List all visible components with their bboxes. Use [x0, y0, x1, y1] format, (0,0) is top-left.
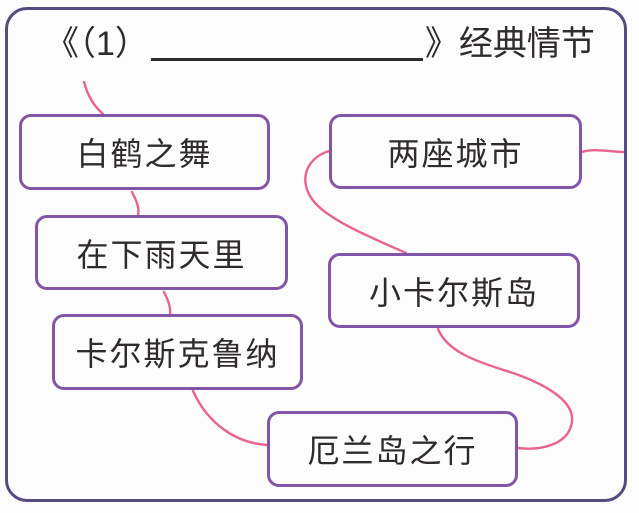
title-suffix: 》经典情节: [424, 25, 595, 63]
node-label: 卡尔斯克鲁纳: [75, 336, 280, 372]
fill-in-blank: [150, 22, 423, 61]
node-label: 在下雨天里: [76, 236, 247, 273]
link-in-rainy-days-to-karlskrona: [162, 290, 172, 317]
link-two-cities-to-little-karls-island: [304, 149, 408, 255]
node-label: 两座城市: [387, 135, 524, 172]
node-label: 白鹤之舞: [76, 136, 213, 172]
node-two-cities: 两座城市: [329, 114, 582, 189]
node-label: 厄兰岛之行: [307, 433, 478, 469]
node-white-crane-dance: 白鹤之舞: [19, 114, 270, 190]
node-label: 小卡尔斯岛: [368, 274, 539, 311]
diagram-title: 《（1） 》经典情节: [45, 22, 595, 64]
link-karlskrona-to-oland-island-trip: [191, 389, 269, 447]
node-in-rainy-days: 在下雨天里: [35, 215, 288, 290]
link-white-crane-dance-to-in-rainy-days: [130, 190, 140, 217]
node-little-karls-island: 小卡尔斯岛: [328, 253, 580, 328]
node-karlskrona: 卡尔斯克鲁纳: [52, 314, 303, 390]
link-two-cities-right-stub: [580, 149, 626, 154]
link-title-to-white-crane-dance: [82, 80, 105, 116]
node-oland-island-trip: 厄兰岛之行: [267, 411, 518, 487]
link-little-karls-island-to-oland-island-trip: [436, 327, 574, 450]
title-prefix: 《（1）: [45, 25, 149, 63]
